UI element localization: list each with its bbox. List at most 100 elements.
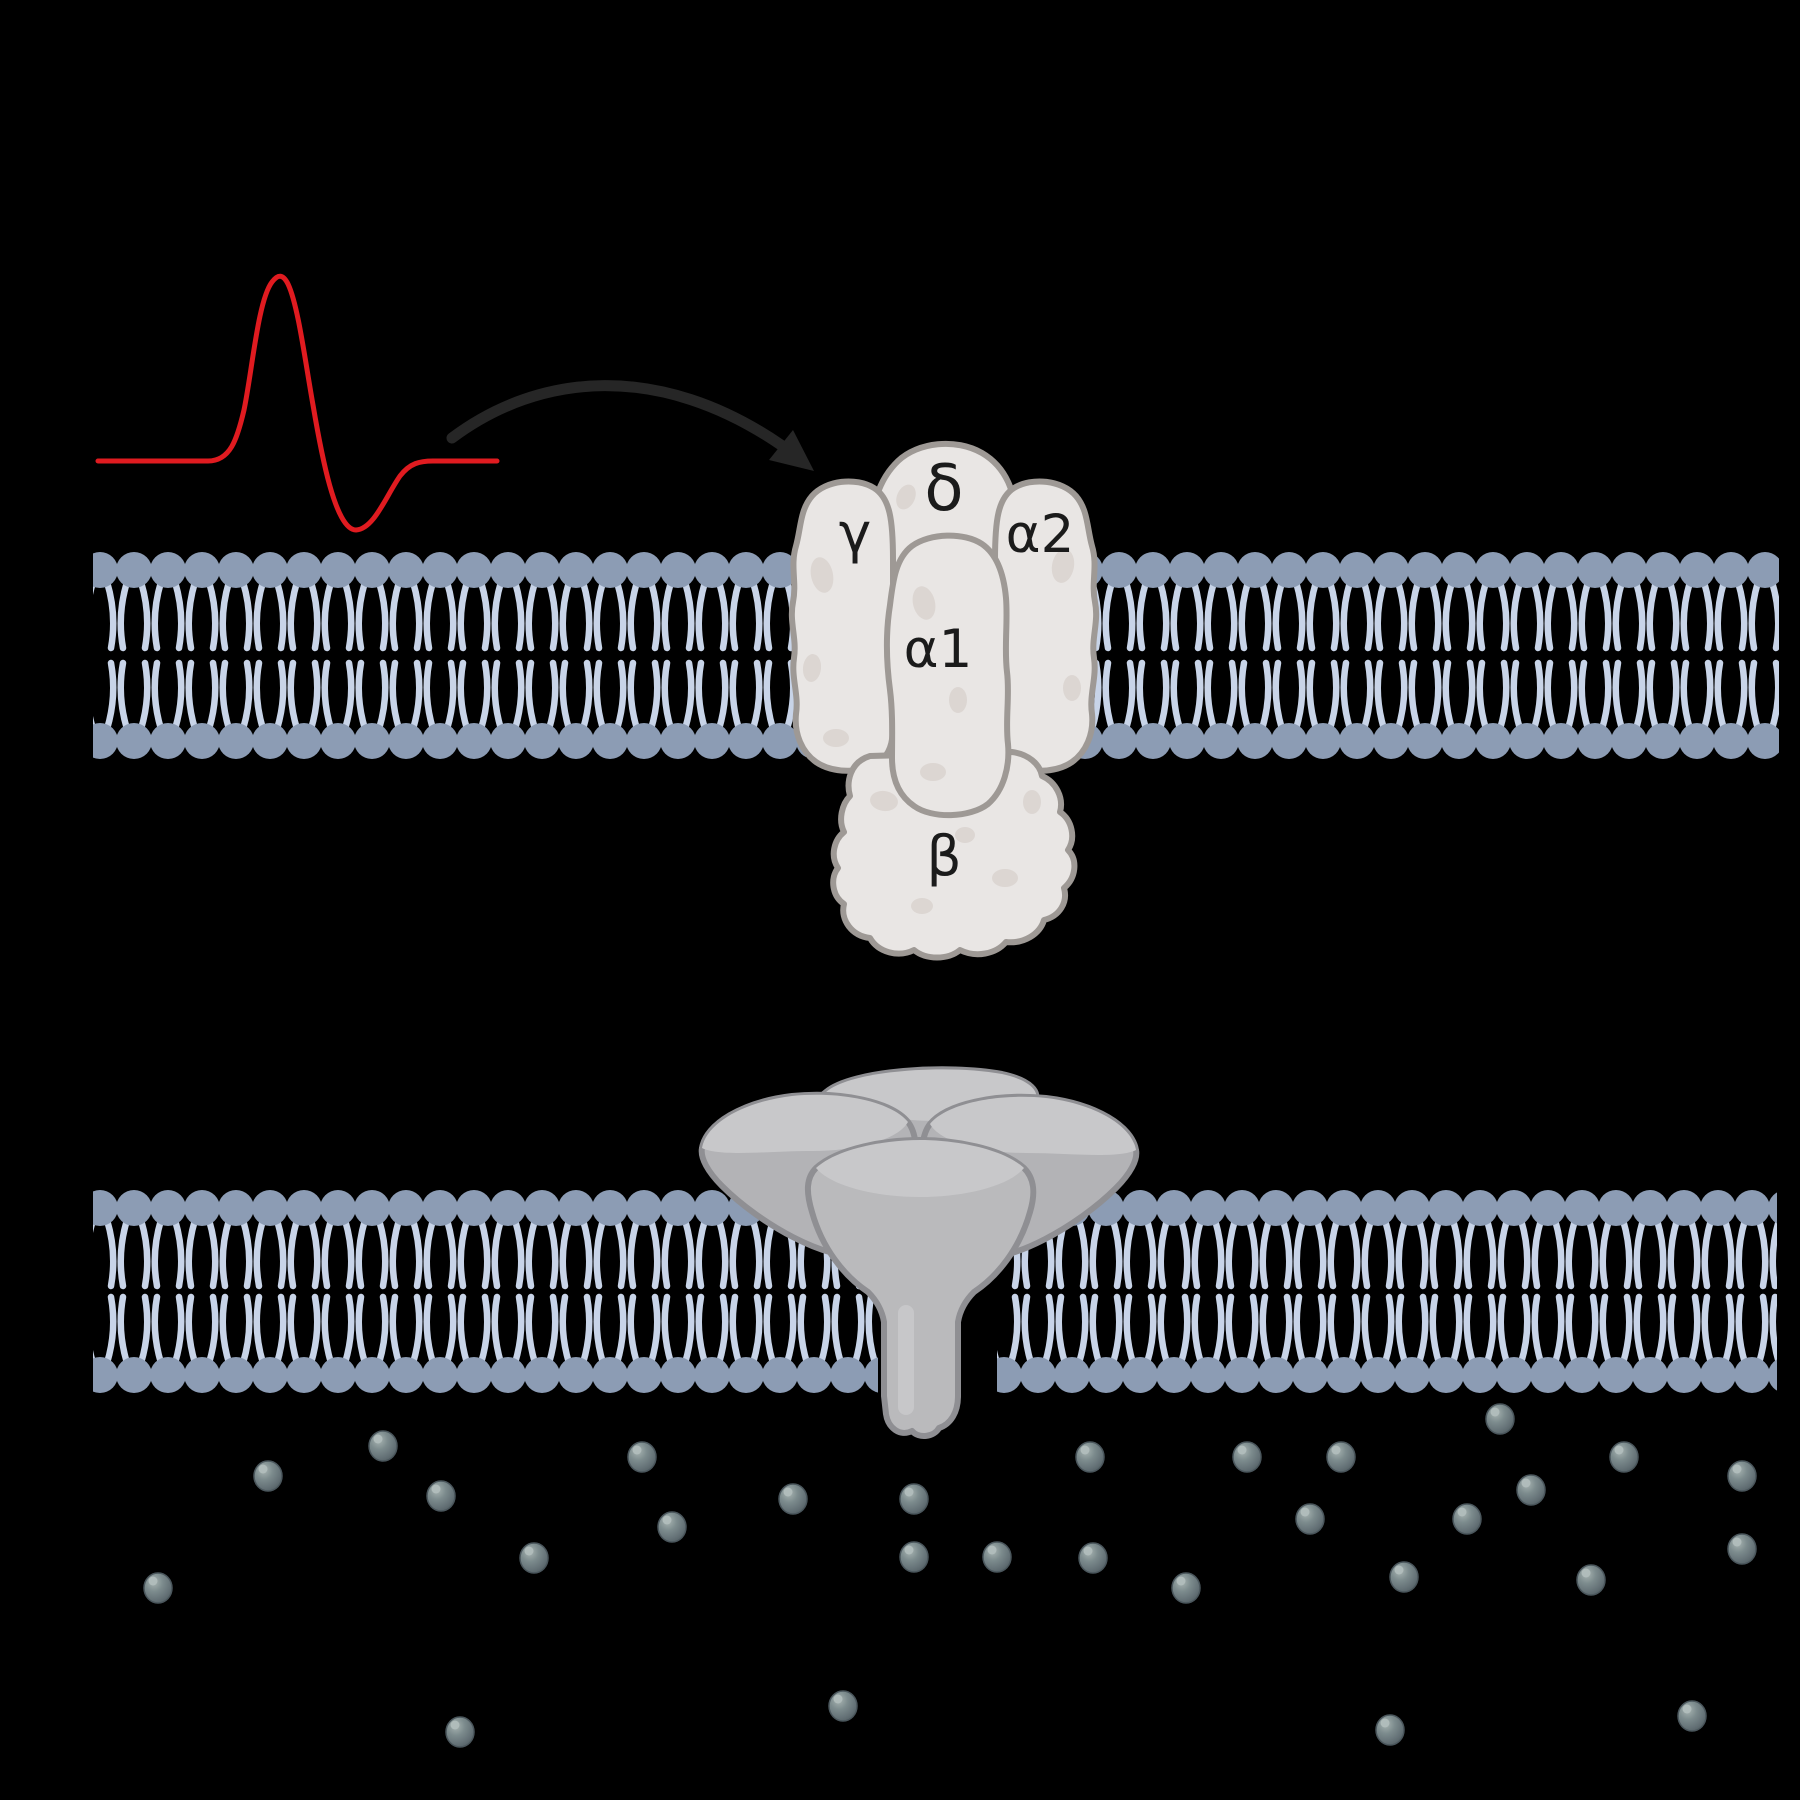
phospholipid	[422, 1190, 458, 1290]
phospholipid	[1700, 1190, 1736, 1290]
front-lobe-top	[816, 1140, 1024, 1197]
voltage-gated-calcium-channel: γ δ α2 α1 β	[788, 440, 1100, 961]
phospholipid	[252, 1293, 288, 1393]
phospholipid	[524, 659, 560, 759]
phospholipid	[558, 659, 594, 759]
phospholipid	[320, 552, 356, 652]
phospholipid	[1271, 659, 1307, 759]
phospholipid	[660, 1190, 696, 1290]
phospholipid	[1156, 1293, 1192, 1393]
phospholipid	[1700, 1293, 1736, 1393]
subunit-shading	[1023, 790, 1041, 814]
phospholipid	[1271, 552, 1307, 652]
phospholipid	[93, 552, 118, 652]
phospholipid	[252, 659, 288, 759]
phospholipid	[524, 1293, 560, 1393]
ion-highlight	[1682, 1704, 1692, 1714]
calcium-ion	[1078, 1542, 1108, 1574]
subunit-shading	[911, 898, 933, 914]
calcium-ion	[899, 1541, 929, 1573]
arrow-head	[769, 430, 814, 471]
calcium-ion	[1075, 1441, 1105, 1473]
phospholipid	[592, 659, 628, 759]
phospholipid	[1326, 1293, 1362, 1393]
phospholipid	[1428, 1293, 1464, 1393]
phospholipid	[93, 1293, 118, 1393]
calcium-ion	[982, 1541, 1012, 1573]
calcium-ion	[1485, 1403, 1515, 1435]
phospholipid	[1054, 1293, 1090, 1393]
subunit-shading	[823, 729, 849, 747]
phospholipid	[490, 552, 526, 652]
subunit-shading	[1051, 549, 1075, 583]
phospholipid	[1101, 552, 1137, 652]
phospholipid	[796, 1293, 832, 1393]
ion-highlight	[1457, 1507, 1467, 1517]
phospholipid	[694, 1293, 730, 1393]
phospholipid	[694, 552, 730, 652]
calcium-ion	[828, 1690, 858, 1722]
ion-highlight	[1490, 1407, 1500, 1417]
phospholipid	[422, 659, 458, 759]
phospholipid	[1135, 552, 1171, 652]
calcium-ion	[143, 1572, 173, 1604]
ion-highlight	[1237, 1445, 1247, 1455]
phospholipid	[150, 1190, 186, 1290]
bilayer-plasma-membrane	[93, 552, 1779, 759]
calcium-ion	[1389, 1561, 1419, 1593]
ion-highlight	[258, 1464, 268, 1474]
subunit-shading	[802, 654, 822, 682]
signal-arrow	[446, 380, 814, 471]
phospholipid	[456, 1293, 492, 1393]
phospholipid	[354, 1293, 390, 1393]
ion-highlight	[1732, 1537, 1742, 1547]
phospholipid	[1496, 1293, 1532, 1393]
calcium-ion	[899, 1483, 929, 1515]
phospholipid	[456, 552, 492, 652]
phospholipid	[150, 1293, 186, 1393]
phospholipid	[1190, 1190, 1226, 1290]
ion-highlight	[783, 1487, 793, 1497]
phospholipid	[1373, 552, 1409, 652]
phospholipid	[1203, 659, 1239, 759]
phospholipid	[286, 659, 322, 759]
phospholipid	[1509, 659, 1545, 759]
phospholipid	[1428, 1190, 1464, 1290]
phospholipid	[728, 1293, 764, 1393]
phospholipid	[1632, 1293, 1668, 1393]
ion-highlight	[1614, 1445, 1624, 1455]
phospholipid	[388, 1293, 424, 1393]
phospholipid	[116, 659, 152, 759]
ion-highlight	[1380, 1718, 1390, 1728]
phospholipid	[1496, 1190, 1532, 1290]
calcium-ion	[445, 1716, 475, 1748]
phospholipid	[490, 1190, 526, 1290]
subunit-shading	[992, 869, 1018, 887]
phospholipid	[218, 659, 254, 759]
ion-highlight	[1521, 1478, 1531, 1488]
phospholipid	[422, 1293, 458, 1393]
phospholipid	[1407, 552, 1443, 652]
phospholipid	[1768, 1293, 1777, 1391]
phospholipid	[1441, 659, 1477, 759]
phospholipid	[1258, 1293, 1294, 1393]
subunit-shading	[920, 763, 946, 781]
calcium-ion	[1677, 1700, 1707, 1732]
phospholipid	[1475, 552, 1511, 652]
phospholipid	[694, 659, 730, 759]
action-potential-trace	[95, 273, 500, 533]
phospholipid	[1577, 659, 1613, 759]
phospholipid	[286, 1190, 322, 1290]
calcium-ion	[1576, 1564, 1606, 1596]
phospholipid	[456, 659, 492, 759]
phospholipid	[1530, 1190, 1566, 1290]
phospholipid	[93, 1190, 118, 1290]
phospholipid	[660, 659, 696, 759]
calcium-ion	[253, 1460, 283, 1492]
phospholipid	[997, 1293, 1022, 1393]
calcium-ion	[368, 1430, 398, 1462]
phospholipid	[1020, 1293, 1056, 1393]
phospholipid	[1122, 1190, 1158, 1290]
phospholipid	[354, 659, 390, 759]
